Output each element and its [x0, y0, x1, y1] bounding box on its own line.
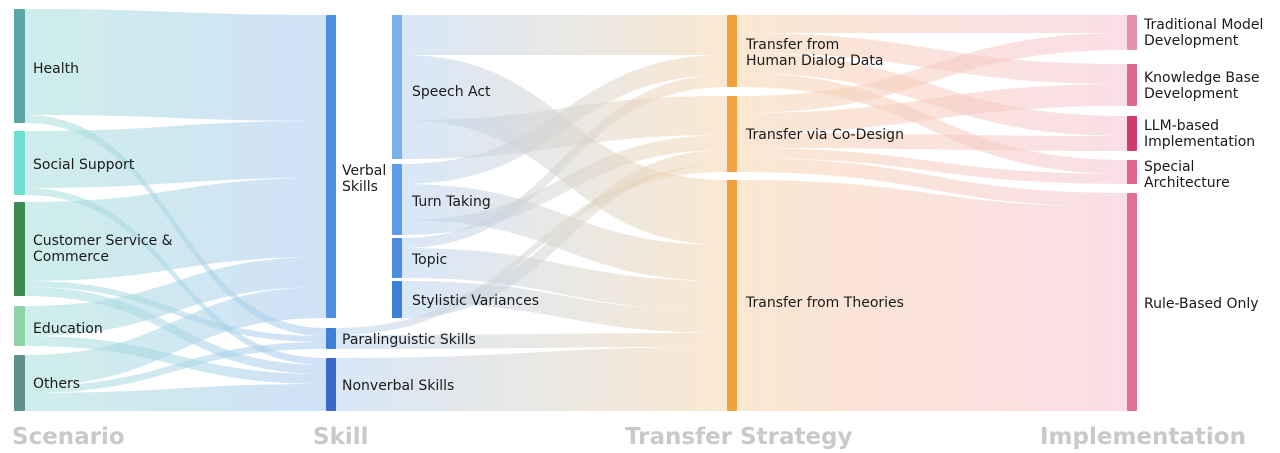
flow-transfer-implementation: [737, 133, 1127, 151]
flow-skill-transfer: [402, 150, 727, 318]
node-verbal-skills: [326, 15, 336, 318]
label-health: Health: [33, 61, 79, 77]
flow-skill-transfer: [402, 55, 727, 245]
node-paralinguistic-skills: [326, 328, 336, 349]
flow-skill-transfer: [336, 347, 727, 411]
node-speech-act: [392, 15, 402, 159]
flow-scenario-skill: [25, 178, 326, 281]
links-layer: [25, 9, 1127, 411]
label-topic: Topic: [411, 252, 447, 268]
flow-scenario-skill: [25, 257, 326, 336]
node-others: [14, 355, 25, 411]
flow-skill-transfer: [336, 333, 727, 349]
flow-scenario-skill: [25, 188, 326, 365]
label-transfer-codesign: Transfer via Co-Design: [745, 127, 904, 143]
node-special-architecture: [1127, 160, 1137, 184]
node-social-support: [14, 131, 25, 195]
flow-transfer-implementation: [737, 33, 1127, 84]
node-education: [14, 306, 25, 346]
node-health: [14, 9, 25, 123]
flow-transfer-implementation: [737, 53, 1127, 136]
label-others: Others: [33, 376, 80, 392]
node-turn-taking: [392, 164, 402, 235]
flow-skill-transfer: [336, 165, 727, 335]
flow-transfer-implementation: [737, 148, 1127, 184]
node-llm-based: [1127, 116, 1137, 151]
node-knowledge-base: [1127, 64, 1137, 106]
label-transfer-theories: Transfer from Theories: [745, 295, 904, 311]
label-rule-based: Rule-Based Only: [1144, 296, 1259, 312]
node-stylistic-variances: [392, 281, 402, 318]
flow-skill-transfer: [402, 135, 727, 235]
flow-transfer-implementation: [737, 15, 1127, 33]
flow-transfer-implementation: [737, 158, 1127, 207]
node-customer-service: [14, 202, 25, 296]
label-stylistic-variances: Stylistic Variances: [412, 293, 539, 309]
flow-scenario-skill: [25, 9, 326, 121]
flow-skill-transfer: [402, 248, 727, 311]
column-header-transfer-strategy: Transfer Strategy: [625, 424, 853, 450]
flow-scenario-skill: [25, 287, 326, 386]
column-header-skill: Skill: [313, 424, 369, 450]
column-header-implementation: Implementation: [1040, 424, 1246, 450]
flow-scenario-skill: [25, 342, 326, 393]
label-social-support: Social Support: [33, 157, 135, 173]
flow-skill-transfer: [402, 75, 727, 248]
label-nonverbal-skills: Nonverbal Skills: [342, 378, 454, 394]
label-education: Education: [33, 321, 103, 337]
flow-transfer-implementation: [737, 33, 1127, 113]
flow-transfer-implementation: [737, 84, 1127, 133]
column-header-scenario: Scenario: [12, 424, 125, 450]
label-speech-act: Speech Act: [412, 84, 491, 100]
flow-transfer-implementation: [737, 180, 1127, 411]
node-transfer-codesign: [727, 96, 737, 172]
label-customer-service: Customer Service &Commerce: [33, 233, 173, 265]
flow-scenario-skill: [25, 121, 326, 188]
node-transfer-theories: [727, 180, 737, 411]
node-traditional-model: [1127, 15, 1137, 50]
flow-skill-transfer: [402, 15, 727, 55]
node-topic: [392, 238, 402, 278]
node-rule-based: [1127, 193, 1137, 411]
flow-scenario-skill: [25, 384, 326, 411]
label-paralinguistic-skills: Paralinguistic Skills: [342, 332, 476, 348]
label-turn-taking: Turn Taking: [411, 194, 491, 210]
flow-transfer-implementation: [737, 73, 1127, 174]
flow-skill-transfer: [402, 55, 727, 184]
node-transfer-human-dialog: [727, 15, 737, 87]
node-nonverbal-skills: [326, 358, 336, 411]
